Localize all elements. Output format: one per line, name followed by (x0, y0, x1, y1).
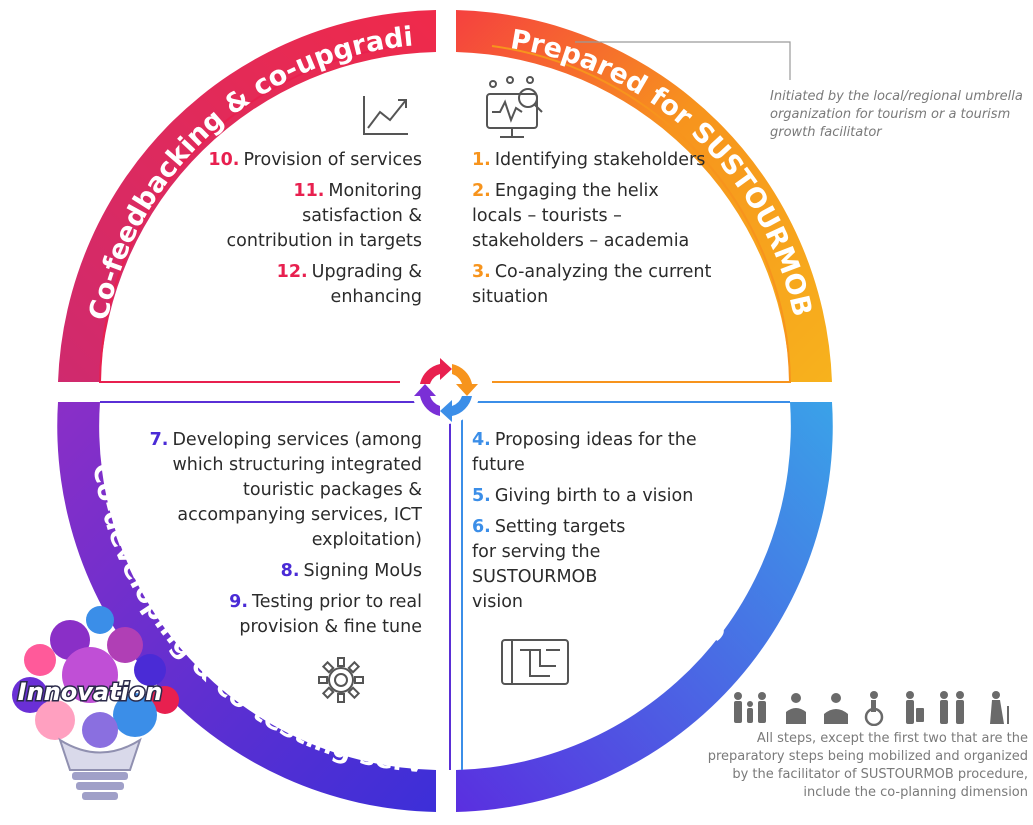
step-2: 2.Engaging the helix locals – tourists –… (472, 181, 690, 251)
growth-chart-icon (363, 96, 408, 135)
note-initiated: Initiated by the local/regional umbrella… (770, 89, 1023, 140)
step-12: 12.Upgrading & enhancing (276, 262, 422, 307)
step-11: 11.Monitoring satisfaction & contributio… (226, 181, 422, 251)
worker-icon (786, 693, 806, 724)
steps-bottom-right: 4.Proposing ideas for the future 5.Givin… (472, 428, 732, 621)
innovation-label: Innovation (18, 678, 163, 706)
reader-icon (824, 693, 848, 724)
ring-bottom-right (456, 402, 833, 812)
wheelchair-icon (864, 691, 884, 726)
family-icon (734, 692, 766, 723)
step-8: 8.Signing MoUs (280, 561, 422, 581)
note-all-steps: All steps, except the first two that are… (707, 731, 1028, 800)
blueprint-icon (501, 639, 569, 685)
walker-cane-icon (990, 691, 1009, 724)
inner-line-top-left (98, 45, 401, 383)
inner-line-top-right (491, 45, 792, 383)
note-connector-line (575, 41, 791, 80)
elderly-couple-icon (940, 691, 964, 724)
ring-bottom-left (57, 402, 436, 812)
step-5: 5.Giving birth to a vision (472, 486, 694, 506)
steps-bottom-left: 7.Developing services (among which struc… (130, 428, 422, 646)
traveler-icon (906, 691, 924, 724)
step-1: 1.Identifying stakeholders (472, 150, 706, 170)
step-9: 9.Testing prior to real provision & fine… (229, 592, 422, 637)
step-6: 6.Setting targets for serving the SUSTOU… (472, 517, 626, 612)
step-10: 10.Provision of services (208, 150, 422, 170)
steps-top-left: 10.Provision of services 11.Monitoring s… (200, 148, 422, 316)
step-3: 3.Co-analyzing the current situation (472, 262, 712, 307)
people-icons-row (734, 691, 1009, 726)
cycle-arrows-icon (412, 356, 480, 424)
step-4: 4.Proposing ideas for the future (472, 430, 697, 475)
steps-top-right: 1.Identifying stakeholders 2.Engaging th… (472, 148, 712, 316)
gear-icon (318, 657, 364, 703)
innovation-bulb-graphic: Innovation (12, 606, 179, 800)
step-7: 7.Developing services (among which struc… (149, 430, 422, 550)
monitor-analytics-icon (486, 76, 543, 138)
